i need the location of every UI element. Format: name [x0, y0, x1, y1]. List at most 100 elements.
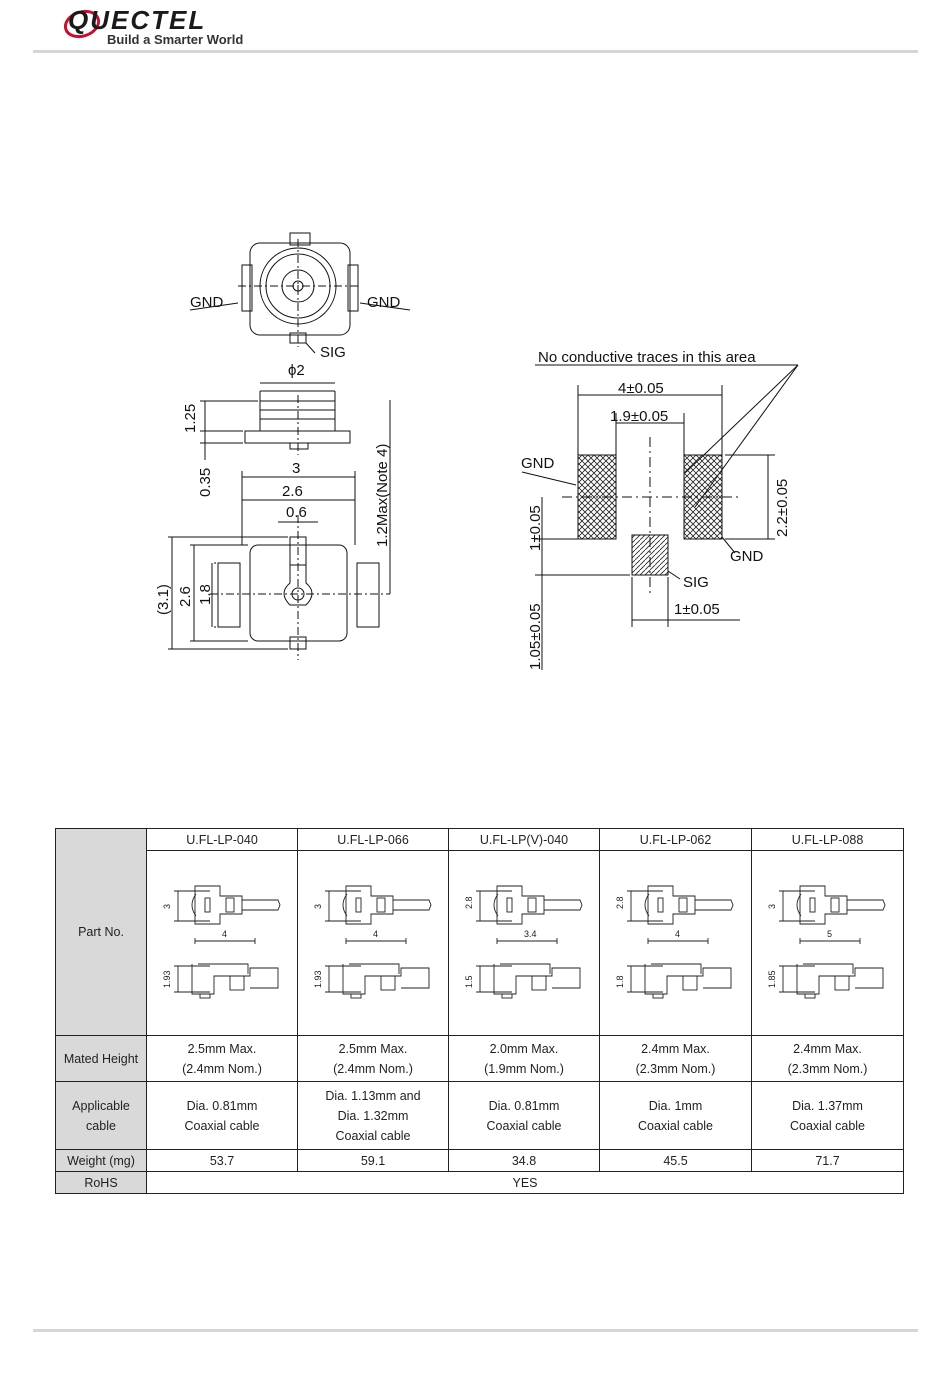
- footprint-gnd-right: GND: [730, 548, 764, 565]
- plug-outline: [799, 885, 848, 924]
- part-name: U.FL-LP-062: [599, 828, 752, 851]
- quectel-logo: QUECTEL Build a Smarter World: [63, 5, 243, 47]
- plug-outline: [695, 899, 734, 910]
- keepout-caption: No conductive traces in this area: [538, 349, 756, 366]
- plug-outline: [194, 885, 242, 924]
- plug-outline: [779, 890, 815, 921]
- footprint-22-label: 2.2±0.05: [774, 479, 791, 537]
- plug-outline: [627, 890, 663, 921]
- footprint-19-label: 1.9±0.05: [610, 408, 668, 425]
- footprint-105-label: 1.05±0.05: [527, 603, 544, 670]
- plug-outline: [847, 899, 886, 910]
- weight-value: 53.7: [146, 1149, 298, 1172]
- mated-height-nom: (2.3mm Nom.): [635, 1061, 716, 1076]
- brand-name: QUECTEL: [68, 5, 206, 35]
- plug-base-dim: 1.85: [767, 970, 777, 988]
- row-label-applicable: Applicable: [72, 1098, 130, 1113]
- plug-outline: [501, 993, 512, 998]
- plug-outline: [493, 893, 498, 916]
- plug-outline: [342, 963, 429, 994]
- plug-height-dim: 2.8: [615, 896, 625, 909]
- weight-value: 45.5: [599, 1149, 752, 1172]
- plug-height-dim: 3: [767, 903, 777, 908]
- max-height-note-label: 1.2Max(Note 4): [374, 444, 391, 547]
- plug-length-dim: 4: [373, 929, 378, 939]
- footprint-gnd-left: GND: [521, 455, 555, 472]
- cable-line: Coaxial cable: [335, 1128, 411, 1143]
- plug-outline: [830, 897, 840, 912]
- plug-drawing: 2.83.41.5: [464, 885, 582, 998]
- connector-drawing: GND GND SIG ϕ2 1.25 0.35: [155, 232, 799, 670]
- plug-outline: [647, 885, 696, 924]
- row-label-rohs: RoHS: [55, 1171, 147, 1194]
- plug-outline: [506, 897, 512, 912]
- mated-height-max: 2.5mm Max.: [338, 1041, 408, 1056]
- table-row: Weight (mg) 53.7 59.1 34.8 45.5 71.7: [55, 1149, 904, 1172]
- plug-outline: [324, 890, 361, 921]
- cable-line: Dia. 0.81mm: [186, 1098, 258, 1113]
- rohs-value: YES: [146, 1171, 904, 1194]
- pcb-footprint: [521, 364, 799, 670]
- table-row: Part No. U.FL-LP-040 U.FL-LP-066 U.FL-LP…: [55, 828, 904, 1036]
- plug-outline: [204, 897, 210, 912]
- plug-base-dim: 1.8: [615, 975, 625, 988]
- cable-line: Dia. 1.37mm: [792, 1098, 863, 1113]
- plug-outline: [652, 993, 664, 998]
- mated-height-nom: (2.4mm Nom.): [182, 1061, 262, 1076]
- row-label-weight: Weight (mg): [55, 1149, 147, 1172]
- plug-base-dim: 1.93: [313, 970, 323, 988]
- plug-length-dim: 3.4: [524, 929, 537, 939]
- mated-height-max: 2.4mm Max.: [793, 1041, 862, 1056]
- plug-outline: [499, 963, 550, 974]
- plug-outline: [376, 897, 385, 912]
- mated-height-max: 2.4mm Max.: [641, 1041, 710, 1056]
- plug-outline: [345, 885, 393, 924]
- width-26-label: 2.6: [282, 483, 303, 500]
- table-row: RoHS YES: [55, 1171, 904, 1194]
- plug-outline: [527, 897, 536, 912]
- plug-outline: [350, 993, 361, 998]
- cable-line: Dia. 1.32mm: [337, 1108, 409, 1123]
- plug-drawing: 2.841.8: [615, 885, 734, 998]
- footer-divider: [33, 1329, 918, 1332]
- height-26-label: 2.6: [177, 586, 194, 607]
- plug-outline: [803, 963, 854, 974]
- mated-height-nom: (1.9mm Nom.): [484, 1061, 564, 1076]
- plug-base-dim: 1.93: [162, 970, 172, 988]
- plug-outline: [647, 937, 709, 944]
- connector-bottom-view: [168, 400, 391, 660]
- plug-outline: [531, 975, 546, 990]
- plug-outline: [380, 975, 395, 990]
- plug-length-dim: 4: [222, 929, 227, 939]
- plug-outline: [493, 963, 580, 994]
- plug-outline: [475, 890, 512, 921]
- weight-value: 71.7: [751, 1149, 904, 1172]
- plug-outline: [682, 975, 698, 990]
- cable-line: Coaxial cable: [789, 1118, 866, 1133]
- plug-outline: [804, 993, 816, 998]
- plug-outline: [796, 893, 802, 916]
- part-name: U.FL-LP-066: [297, 828, 449, 851]
- plug-outline: [657, 897, 664, 912]
- header-divider: [33, 50, 918, 53]
- plug-outline: [678, 897, 688, 912]
- part-name: U.FL-LP-088: [751, 828, 904, 851]
- plug-drawing: 341.93: [313, 885, 431, 998]
- plug-outline: [355, 897, 361, 912]
- connector-top-view: [189, 232, 411, 354]
- plug-base-dim: 1.5: [464, 975, 474, 988]
- cable-line: Coaxial cable: [637, 1118, 714, 1133]
- part-name: U.FL-LP(V)-040: [448, 828, 600, 851]
- row-label-mated-height: Mated Height: [55, 1035, 147, 1082]
- plug-outline: [496, 885, 544, 924]
- plug-outline: [345, 937, 406, 944]
- plug-drawing: 351.85: [767, 885, 886, 998]
- mated-height-nom: (2.3mm Nom.): [787, 1061, 868, 1076]
- cable-line: Dia. 1.13mm and: [325, 1088, 421, 1103]
- plug-outline: [543, 899, 582, 910]
- page-header: QUECTEL Build a Smarter World: [0, 0, 950, 60]
